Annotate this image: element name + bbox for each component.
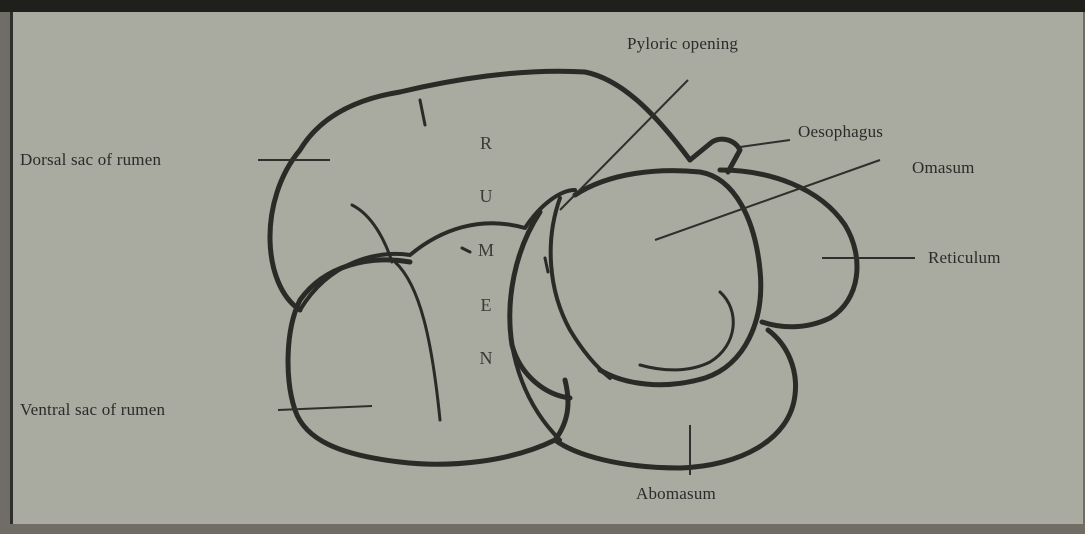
ventral-sac-outline [288,260,568,464]
pyloric-fold [551,198,610,378]
rumen-letter-r: R [476,133,496,154]
leader-pyloric-opening [560,80,688,210]
label-omasum: Omasum [912,158,975,178]
label-oesophagus: Oesophagus [798,122,883,142]
leader-oesophagus [740,140,790,147]
ventral-inner-line [395,262,440,420]
rumen-letter-n: N [476,348,496,369]
abomasum-outline [555,330,796,468]
oesophagus-tube [690,139,740,172]
label-abomasum: Abomasum [636,484,716,504]
omasum-inner-curve [640,292,733,370]
omasum-outline [575,171,761,385]
label-ventral-sac: Ventral sac of rumen [20,400,165,420]
dorsal-sac-lower-edge [300,190,575,310]
rumen-letter-e: E [476,295,496,316]
label-reticulum: Reticulum [928,248,1001,268]
label-dorsal-sac: Dorsal sac of rumen [20,150,161,170]
label-pyloric-opening: Pyloric opening [627,34,738,54]
rumen-letter-m: M [476,240,496,261]
rumen-letter-u: U [476,186,496,207]
